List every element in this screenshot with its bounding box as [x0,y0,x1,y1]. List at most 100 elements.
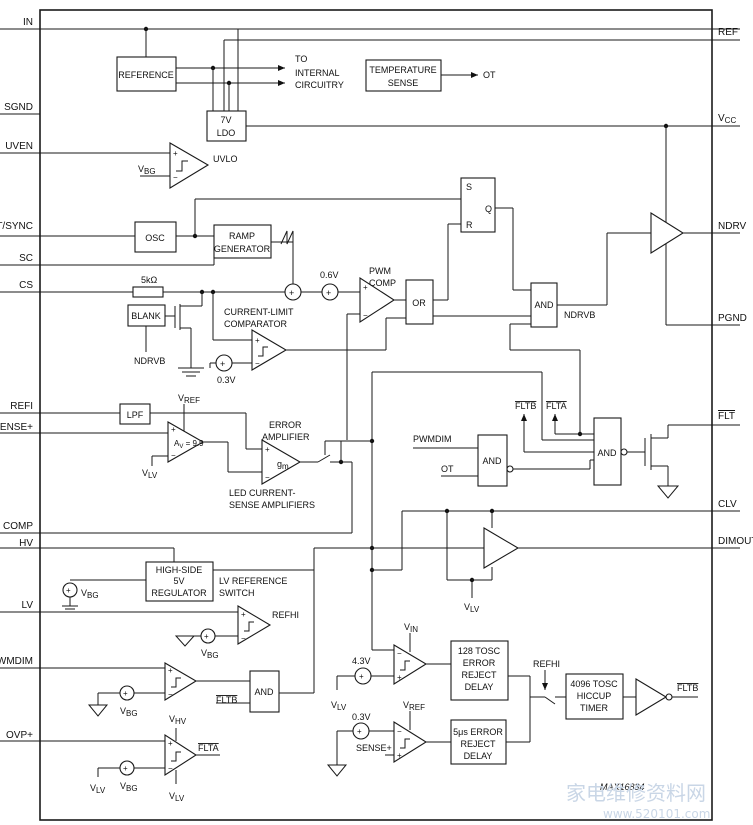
vbg-ovp: VBG [120,781,138,793]
svg-text:REJECT: REJECT [461,670,497,680]
pin-pgnd: PGND [718,313,747,324]
vhv-ovp: VHV [169,714,187,726]
svg-text:LPF: LPF [127,410,144,420]
ndrv-driver [650,212,685,254]
reference-block [116,56,177,92]
svg-text:HIGH-SIDE: HIGH-SIDE [156,565,203,575]
svg-text:+: + [173,149,178,158]
svg-text:128 TOSC: 128 TOSC [458,646,501,656]
refhi2-label: REFHI [533,659,560,669]
reference-label: REFERENCE [118,70,174,80]
ndrvb-out-label: NDRVB [564,310,595,320]
pin-sgnd: SGND [4,102,33,113]
vbg-refhi: VBG [201,648,219,660]
vref-sense: VREF [178,393,200,405]
dimout-buffer [483,527,520,569]
svg-text:AND: AND [482,456,502,466]
to-internal-1: TO [295,54,307,64]
svg-text:+: + [357,727,362,736]
svg-text:REGULATOR: REGULATOR [151,588,207,598]
svg-text:+: + [265,445,270,454]
svg-text:+: + [397,751,402,760]
gm-error-amplifier [261,439,302,485]
ground-icon [178,367,204,377]
ramp-label-1: RAMP [229,231,255,241]
lpf-block [119,403,151,425]
ot-in-label: OT [441,464,454,474]
uvlo-label: UVLO [213,154,238,164]
svg-text:+: + [363,283,368,292]
comp-switch [317,454,331,463]
ndrvb-in-label: NDRVB [134,356,165,366]
fltb-flag: FLTB [515,401,536,411]
pin-in: IN [23,17,33,28]
svg-text:+: + [168,739,173,748]
osc-block [134,221,177,253]
v03-label: 0.3V [217,375,236,385]
refhi-comparator [237,605,272,645]
cl-label-2: COMPARATOR [224,319,288,329]
delay-5us-block [450,719,507,765]
osc-label: OSC [145,233,165,243]
watermark-text: 家电维修资料网 [566,781,706,805]
watermark-url: www.520101.com [603,807,710,821]
svg-text:−: − [397,649,402,658]
pin-hv: HV [19,538,33,549]
inverter-bubble [620,448,628,456]
and-gate-pwm [249,670,280,713]
svg-text:+: + [289,288,294,298]
vlv-43: VLV [331,700,347,712]
ground-icon-flt [656,485,680,499]
svg-text:+: + [66,586,71,595]
svg-text:AND: AND [597,448,617,458]
chip-frame [39,9,713,821]
svg-text:BLANK: BLANK [131,311,161,321]
svg-text:DELAY: DELAY [465,682,494,692]
to-internal-2: INTERNAL [295,68,340,78]
svg-text:−: − [171,451,176,460]
lvsw-label-1: LV REFERENCE [219,576,287,586]
svg-text:−: − [173,173,178,182]
ramp-label-2: GENERATOR [214,244,271,254]
pin-cs: CS [19,280,33,291]
svg-text:HICCUP: HICCUP [577,691,612,701]
right-pin-lines [238,39,740,549]
vbg-pwmdim: VBG [120,706,138,718]
pwmdim-in-label: PWMDIM [413,434,452,444]
pin-sense: SENSE+ [0,422,33,433]
svg-text:REJECT: REJECT [460,739,496,749]
vref-comp: VREF [403,700,425,712]
vlv-sense: VLV [142,468,158,480]
pin-ovp: OVP+ [6,730,33,741]
sense-in-label: SENSE+ [356,743,392,753]
vbg-uvlo: VBG [138,164,156,176]
and-gate-dim [477,434,508,487]
flta-output-label: FLTA [198,743,219,753]
ovp-comparator-03 [393,721,428,763]
svg-text:ERROR: ERROR [463,658,496,668]
resistor-label: 5kΩ [141,275,158,285]
pin-pwmdim: PWMDIM [0,656,33,667]
flta-flag: FLTA [546,401,567,411]
pin-dimout: DIMOUT [718,536,753,547]
pwm-label-1: PWM [369,266,391,276]
pin-sc: SC [19,253,33,264]
led-label-2: SENSE AMPLIFIERS [229,500,315,510]
vin-comp: VIN [404,622,418,634]
uv-comparator-43 [393,644,428,685]
high-side-regulator [145,561,214,602]
pwm-comparator [359,276,396,324]
pin-ref: REF [718,27,738,38]
svg-text:AND: AND [534,300,554,310]
left-pin-lines [0,28,740,742]
cl-label-1: CURRENT-LIMIT [224,307,294,317]
svg-text:+: + [123,689,128,698]
ldo-label-1: 7V [220,115,231,125]
svg-text:5μs ERROR: 5μs ERROR [453,727,503,737]
uvlo-comparator [169,142,210,189]
svg-text:+: + [397,673,402,682]
svg-text:5V: 5V [173,576,184,586]
pin-lv: LV [22,600,34,611]
svg-text:TIMER: TIMER [580,703,608,713]
ot-output-label: OT [483,70,496,80]
